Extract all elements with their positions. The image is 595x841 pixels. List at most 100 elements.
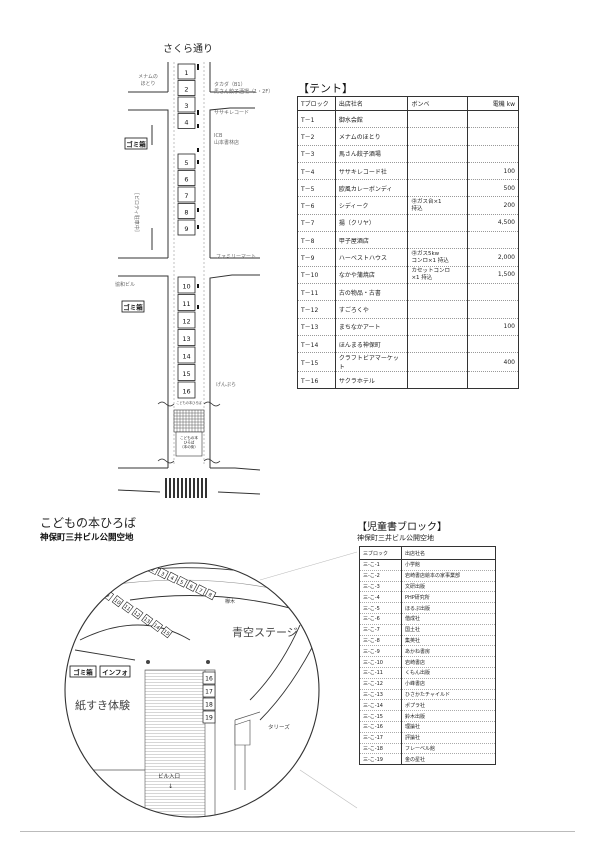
street-booth: 3	[177, 96, 196, 113]
tent-cell-kw: 500	[467, 179, 519, 198]
arrow-label: ↓	[168, 783, 173, 790]
kids-small-label: こどもの本ひろば	[176, 400, 202, 405]
tent-col-name: 出店社名	[334, 96, 409, 111]
tent-cell-name: まちなかアート	[334, 318, 409, 336]
tent-cell-id: T－2	[297, 127, 336, 146]
tent-cell-gas	[407, 179, 469, 198]
tent-cell-gas	[407, 110, 469, 129]
svg-text:3: 3	[160, 571, 166, 578]
tent-col-kw: 電機 kw	[467, 96, 519, 111]
plaza-arc-booth: 11	[121, 601, 134, 614]
tent-cell-gas	[407, 162, 469, 181]
tent-cell-kw: 4,500	[467, 214, 519, 233]
tent-cell-name: クラフトビアマーケット	[334, 352, 409, 373]
tent-heading: 【テント】	[298, 82, 353, 95]
tent-cell-name: サクラホテル	[334, 371, 409, 390]
tent-cell-id: T－13	[297, 318, 336, 336]
plaza-booth: 19	[202, 710, 216, 724]
cb-cell-name: ひさかたチャイルド	[401, 689, 496, 701]
tent-cell-kw	[467, 145, 519, 163]
tent-cell-gas	[407, 127, 469, 146]
tent-col-gas: ボンベ	[407, 96, 469, 111]
svg-text:7: 7	[184, 192, 188, 200]
cb-cell-id: 三-こ-15	[359, 710, 402, 722]
tent-cell-id: T－7	[297, 214, 336, 233]
plaza-arc-booth: 12	[131, 607, 144, 620]
street-booth: 15	[177, 364, 196, 381]
street-booth: 8	[177, 203, 196, 219]
tent-cell-gas	[407, 318, 469, 336]
street-booth: 12	[177, 311, 196, 329]
tent-cell-gas	[407, 352, 469, 373]
svg-text:4: 4	[169, 575, 175, 582]
tent-cell-kw: 400	[467, 352, 519, 373]
svg-text:10: 10	[182, 282, 190, 290]
tent-cell-kw	[467, 300, 519, 319]
cb-cell-name: 岩崎書店絵本の家事業部	[401, 570, 496, 582]
cb-cell-id: 三-こ-9	[359, 645, 402, 658]
cb-cell-id: 三-こ-7	[359, 624, 402, 636]
plaza-arc-booth: 6	[185, 580, 198, 592]
tent-cell-id: T－5	[297, 179, 336, 198]
cb-cell-id: 三-こ-19	[359, 753, 402, 766]
tent-cell-kw	[467, 231, 519, 250]
svg-text:ゴミ箱: ゴミ箱	[73, 668, 93, 677]
tent-cell-name: すごろくや	[334, 300, 409, 319]
cb-cell-id: 三-こ-16	[359, 721, 402, 733]
cb-cell-id: 三-こ-5	[359, 602, 402, 614]
cb-cell-id: 三-こ-13	[359, 689, 402, 701]
cb-cell-id: 三-こ-4	[359, 591, 402, 604]
tree-label: 欅木	[225, 598, 235, 605]
tent-cell-name: 甲子屋酒店	[334, 231, 409, 250]
cb-cell-name: 岩崎書店	[401, 656, 496, 668]
plaza-booth: 18	[202, 697, 216, 711]
cb-cell-name: あかね書房	[401, 645, 496, 658]
tent-cell-kw: 100	[467, 318, 519, 336]
cb-cell-id: 三-こ-1	[359, 559, 402, 571]
tullys-label: タリーズ	[268, 723, 290, 731]
cb-cell-name: 金の星社	[401, 753, 496, 766]
svg-text:12: 12	[182, 317, 190, 325]
cb-cell-id: 三-こ-2	[359, 570, 402, 582]
tent-cell-kw	[467, 283, 519, 302]
street-booth: 14	[177, 346, 196, 364]
paper-label: 紙すき体験	[75, 698, 130, 712]
cb-cell-name: 鈴木出版	[401, 710, 496, 722]
tent-cell-name: 古の物品・古書	[334, 283, 409, 302]
tent-header-row: Tブロック 出店社名 ボンベ 電機 kw	[297, 96, 519, 111]
svg-text:インフォ: インフォ	[102, 669, 128, 677]
kids-area-label: こどもの本ひろば（本の街）	[180, 435, 198, 449]
svg-text:5: 5	[179, 579, 185, 586]
children-books-subtitle: 神保町三井ビル公開空地	[357, 534, 434, 542]
svg-text:7: 7	[198, 588, 204, 595]
tent-cell-name: 御水会館	[334, 110, 409, 129]
tent-cell-kw: 200	[467, 196, 519, 215]
cb-cell-id: 三-こ-11	[359, 667, 402, 679]
tent-cell-kw	[467, 127, 519, 146]
svg-text:14: 14	[182, 352, 190, 360]
cb-cell-name: PHP研究所	[401, 591, 496, 604]
svg-text:2: 2	[150, 567, 156, 574]
plaza-arc-booth: 8	[204, 588, 217, 601]
tent-cell-gas: ㊥ガス台×1 持込	[407, 196, 469, 215]
svg-text:1: 1	[141, 563, 147, 570]
svg-text:16: 16	[182, 387, 190, 395]
street-booth: 4	[177, 113, 196, 129]
